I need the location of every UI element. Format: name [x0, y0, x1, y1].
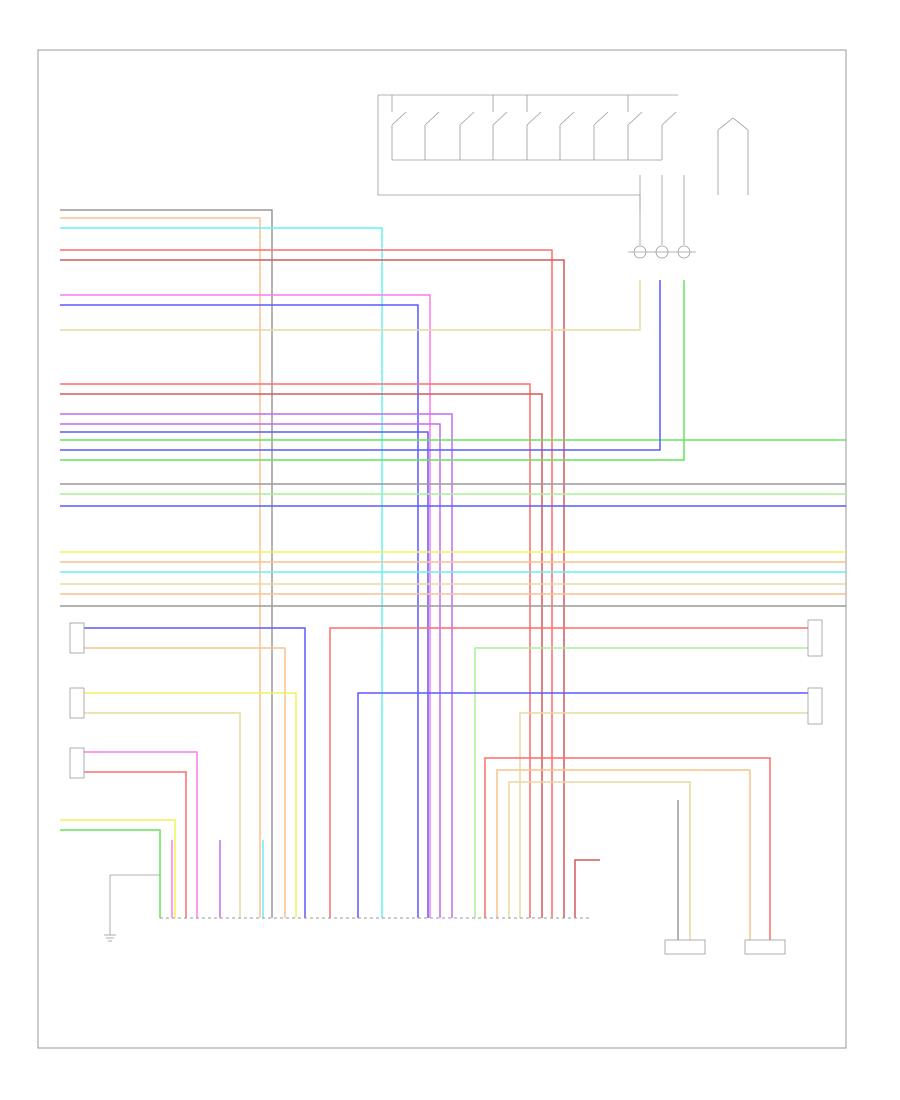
wire-red-30	[84, 771, 187, 918]
wire-red-33	[329, 627, 808, 918]
wire-dark_red-9	[60, 393, 543, 918]
wire-gray-1	[60, 209, 273, 918]
wire-tan-28	[84, 712, 241, 918]
wire-blue-25	[84, 627, 306, 918]
wire-tan-39	[508, 781, 691, 940]
right-top-component	[717, 117, 749, 195]
wire-blue-12	[60, 431, 429, 918]
wire-green-15	[60, 280, 685, 461]
top-switch-block	[377, 94, 678, 210]
ground-symbol	[104, 874, 160, 942]
wire-tan-7	[60, 280, 641, 331]
wire-dark_red-40	[574, 859, 600, 918]
wire-orange-26	[84, 647, 286, 918]
harness-wires	[60, 209, 846, 940]
right-speakers	[807, 619, 823, 725]
wire-blue-6	[60, 304, 419, 918]
wire-cyan-2	[60, 227, 383, 918]
wire-light_green-34	[474, 647, 808, 918]
wire-orange-0	[60, 217, 261, 918]
wire-yellow-31	[60, 819, 176, 918]
wire-violet-11	[60, 423, 441, 918]
wire-dark_red-4	[60, 259, 565, 918]
wire-blue-14	[60, 280, 661, 451]
wire-red-8	[60, 383, 531, 918]
wire-violet-10	[60, 413, 453, 918]
wire-pink-29	[84, 751, 198, 918]
wire-red-3	[60, 249, 553, 918]
wire-yellow-27	[84, 692, 297, 918]
wire-pink-5	[60, 294, 431, 918]
wire-green-32	[60, 829, 161, 918]
left-speakers	[69, 622, 85, 779]
wire-red-37	[484, 757, 771, 940]
bottom-right-speakers	[664, 939, 786, 955]
diagram-frame	[37, 49, 847, 1049]
top-right-connector	[628, 175, 696, 259]
wire-blue-35	[357, 692, 808, 918]
wire-tan-36	[519, 712, 808, 918]
wire-orange-38	[496, 769, 751, 940]
